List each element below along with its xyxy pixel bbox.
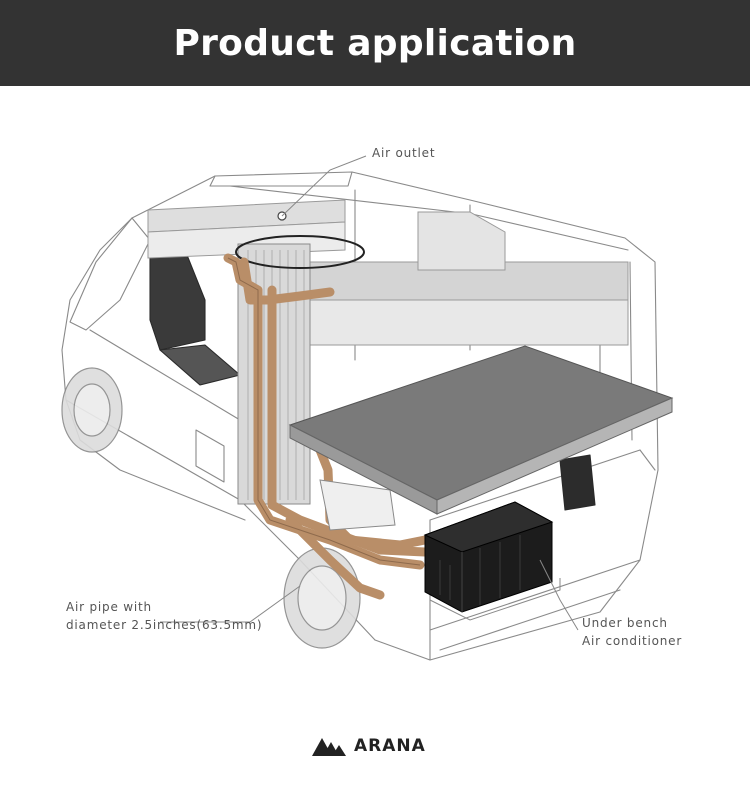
air-conditioner-unit — [423, 501, 561, 621]
cab-seat — [149, 249, 206, 351]
page-title: Product application — [173, 22, 577, 64]
ac-text-line2: Air conditioner — [582, 634, 683, 648]
overhead-cabinets — [147, 199, 629, 346]
air-pipe-text-line2: diameter 2.5inches(63.5mm) — [66, 618, 263, 632]
van-side-line — [89, 329, 241, 421]
air-outlet-leader — [281, 155, 367, 217]
mountain-logo-icon — [312, 738, 346, 756]
ac-text-line1: Under bench — [582, 616, 668, 630]
air-outlet-label: Air outlet — [372, 144, 435, 162]
air-outlet-text: Air outlet — [372, 146, 436, 160]
air-pipe-text-line1: Air pipe with — [66, 600, 152, 614]
ac-leader — [539, 559, 579, 631]
bench-top — [288, 345, 674, 515]
van-roof-rail — [209, 171, 353, 187]
brand-name: ARANA — [354, 736, 426, 756]
van-sliding-door — [195, 429, 225, 483]
van-roof-outline — [131, 171, 659, 661]
van-rear-bumper — [429, 559, 641, 651]
van-cab-outline — [61, 217, 246, 521]
rear-seat — [559, 454, 596, 511]
floor-panel — [319, 479, 396, 531]
ac-label: Under bench Air conditioner — [582, 614, 682, 650]
brand-logo: ARANA — [312, 736, 426, 756]
van-windshield — [69, 217, 151, 331]
header-banner: Product application — [0, 0, 750, 86]
camper-van-diagram — [61, 155, 674, 661]
air-pipe-leader — [160, 585, 301, 623]
air-pipe-label: Air pipe with diameter 2.5inches(63.5mm) — [66, 598, 262, 634]
